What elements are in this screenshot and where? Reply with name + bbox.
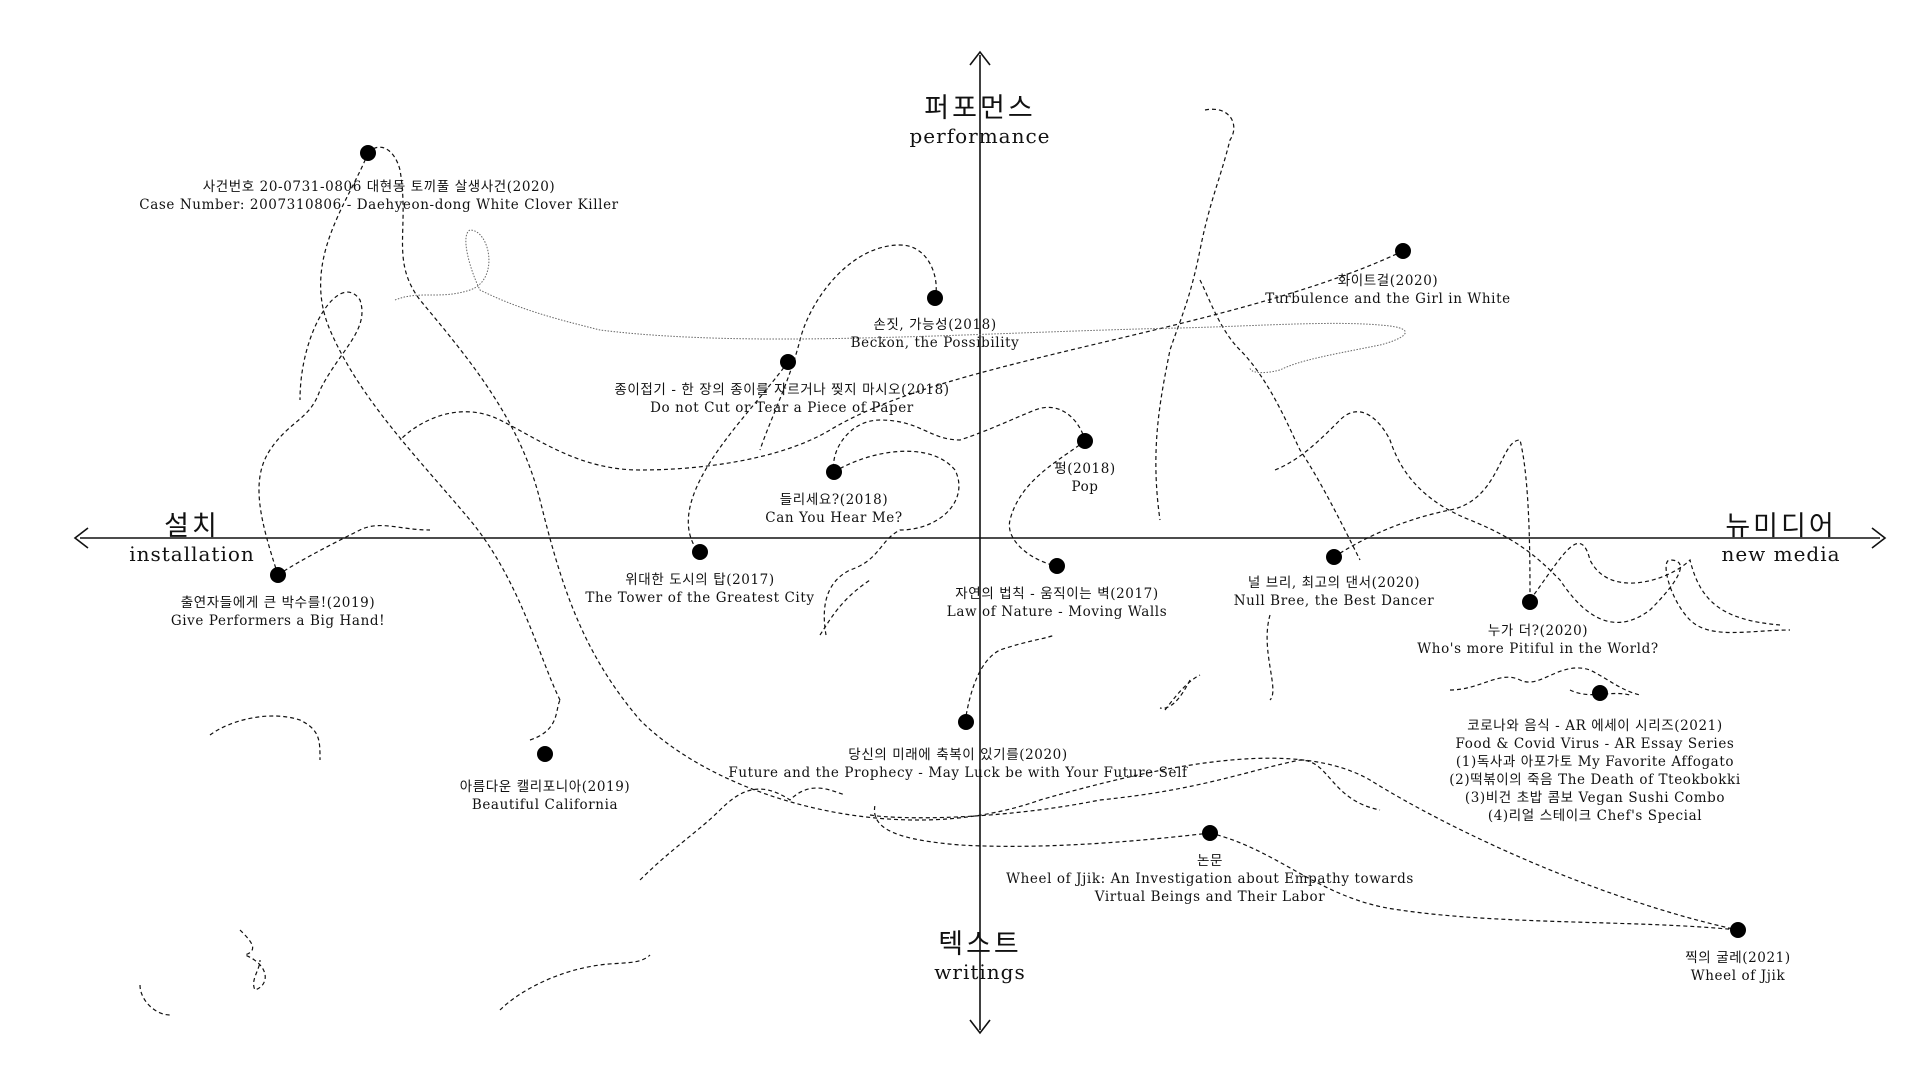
work-label-covid-food[interactable]: 코로나와 음식 - AR 에세이 시리즈(2021) Food & Covid … [1449,718,1741,824]
axis-label-right: 뉴미디어 new media [1721,512,1840,566]
axis-right-en: new media [1721,541,1841,566]
axis-bottom-ko: 텍스트 [938,929,1022,960]
work-label-pitiful[interactable]: 누가 더?(2020) Who's more Pitiful in the Wo… [1417,623,1659,657]
work-dot-law-nature[interactable] [1049,558,1065,574]
work-dot-california[interactable] [537,746,553,762]
work-label-future[interactable]: 당신의 미래에 축복이 있기를(2020) Future and the Pro… [728,747,1188,781]
axis-left-en: installation [129,541,255,566]
work-label-thesis[interactable]: 논문 Wheel of Jjik: An Investigation about… [1006,853,1414,905]
arrow-down-icon [969,1019,991,1035]
work-dot-case-number[interactable] [360,145,376,161]
work-dot-pop[interactable] [1077,433,1093,449]
work-dot-paper[interactable] [780,354,796,370]
work-label-tower[interactable]: 위대한 도시의 탑(2017) The Tower of the Greates… [585,572,815,606]
arrow-up-icon [969,50,991,66]
work-dot-hear-me[interactable] [826,464,842,480]
work-dot-jjik[interactable] [1730,922,1746,938]
axis-label-left: 설치 installation [129,512,255,566]
work-label-white-girl[interactable]: 화이트걸(2020) Turbulence and the Girl in Wh… [1265,273,1511,307]
work-dot-beckon[interactable] [927,290,943,306]
work-dot-tower[interactable] [692,544,708,560]
axis-top-ko: 퍼포먼스 [924,93,1036,124]
axis-label-bottom: 텍스트 writings [934,930,1025,984]
axis-right-ko: 뉴미디어 [1725,511,1837,542]
axis-left-ko: 설치 [164,511,220,542]
work-label-paper[interactable]: 종이접기 - 한 장의 종이를 자르거나 찢지 마시오(2018) Do not… [614,382,950,416]
work-label-beckon[interactable]: 손짓, 가능성(2018) Beckon, the Possibility [850,317,1020,351]
work-dot-pitiful[interactable] [1522,594,1538,610]
work-dot-white-girl[interactable] [1395,243,1411,259]
arrow-right-icon [1871,527,1887,549]
work-dot-big-hand[interactable] [270,567,286,583]
axis-bottom-en: writings [934,959,1026,984]
work-label-jjik[interactable]: 찍의 굴레(2021) Wheel of Jjik [1685,950,1791,984]
arrow-left-icon [73,527,89,549]
work-label-law-nature[interactable]: 자연의 법칙 - 움직이는 벽(2017) Law of Nature - Mo… [946,586,1168,620]
work-label-pop[interactable]: 펑(2018) Pop [1054,461,1116,495]
work-dot-thesis[interactable] [1202,825,1218,841]
work-dot-null-bree[interactable] [1326,549,1342,565]
work-label-big-hand[interactable]: 출연자들에게 큰 박수를!(2019) Give Performers a Bi… [170,595,386,629]
work-dot-covid-food[interactable] [1592,685,1608,701]
axis-top-en: performance [909,123,1051,148]
work-label-case-number[interactable]: 사건번호 20-0731-0806 대현동 토끼풀 살생사건(2020) Cas… [139,179,619,213]
work-label-null-bree[interactable]: 널 브리, 최고의 댄서(2020) Null Bree, the Best D… [1233,575,1435,609]
work-label-hear-me[interactable]: 들리세요?(2018) Can You Hear Me? [765,492,903,526]
axis-label-top: 퍼포먼스 performance [909,94,1050,148]
work-dot-future[interactable] [958,714,974,730]
work-label-california[interactable]: 아름다운 캘리포니아(2019) Beautiful California [459,779,631,813]
